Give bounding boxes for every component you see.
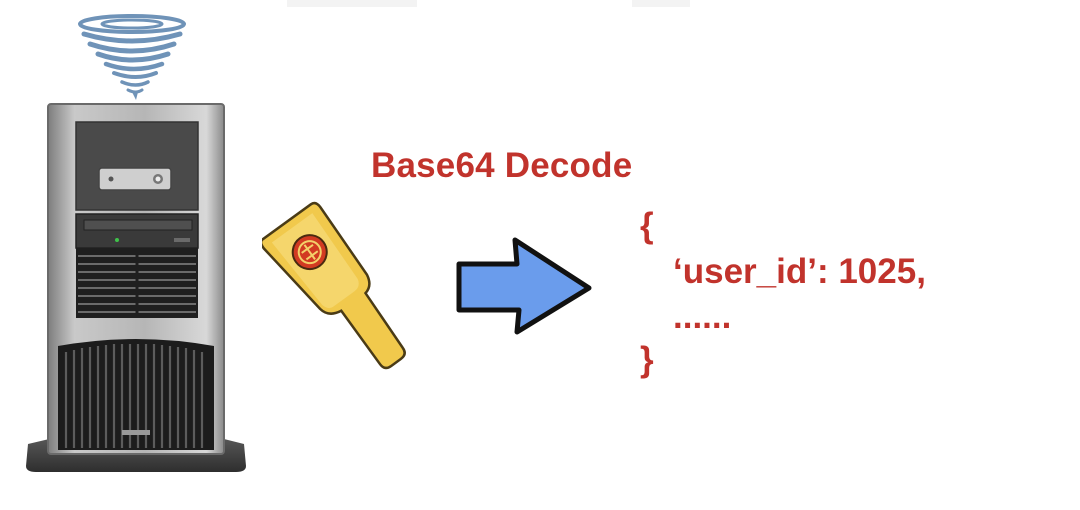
diagram-title: Base64 Decode xyxy=(371,146,633,185)
server-tower-icon xyxy=(26,103,246,472)
top-edge-strip xyxy=(287,0,417,7)
tornado-icon xyxy=(78,14,186,100)
top-edge-strip xyxy=(632,0,690,7)
json-open-brace: { xyxy=(640,206,654,245)
json-close-brace: } xyxy=(640,340,654,379)
json-ellipsis: ...... xyxy=(673,297,732,336)
right-arrow-icon xyxy=(456,237,592,335)
json-entry-user-id: ‘user_id’: 1025, xyxy=(673,252,926,291)
token-key-icon xyxy=(262,201,406,370)
